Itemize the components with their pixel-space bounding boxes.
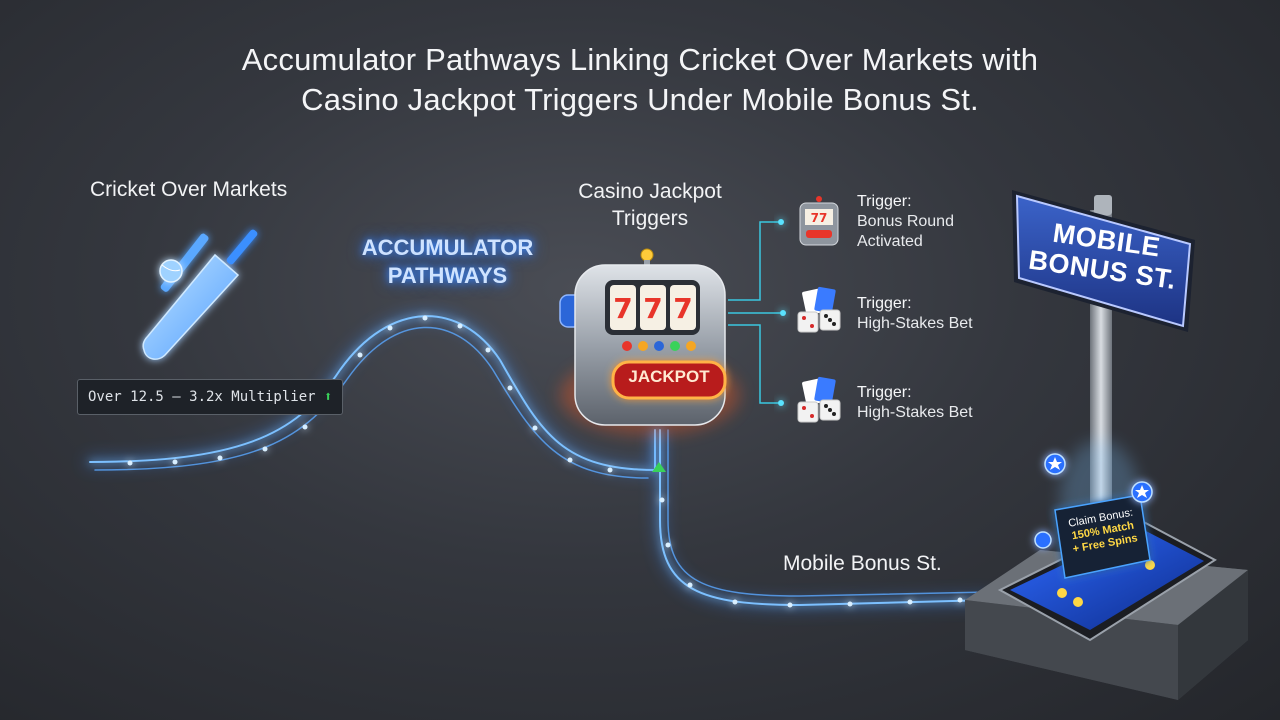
accumulator-pathway-lines [85,311,995,611]
casino-label-line-2: Triggers [611,207,689,230]
jackpot-sign: JACKPOT [628,367,710,386]
bonus-popup-card [1054,494,1151,579]
reel-3: 7 [673,292,692,325]
up-arrow-icon: ⬆ [324,389,333,405]
trigger-high-stakes-bet-2: Trigger: High-Stakes Bet [857,383,973,423]
over-multiplier-box: Over 12.5 – 3.2x Multiplier ⬆ [77,379,344,415]
svg-text:77: 77 [811,211,828,225]
reel-2: 7 [643,292,662,325]
trigger-heading: Trigger: [857,295,912,312]
trigger-heading: Trigger: [857,384,912,401]
up-arrow-icon [652,462,666,472]
pathway-dots [127,315,963,608]
cricket-bat-icon [142,229,258,360]
accumulator-pathways-label: ACCUMULATOR PATHWAYS [340,234,555,290]
trigger-text-line-2: Activated [857,233,923,250]
slot-machine-icon: 77 [799,196,839,246]
connector-dots [778,219,786,406]
over-multiplier-text: Over 12.5 – 3.2x Multiplier [88,389,316,405]
trigger-heading: Trigger: [857,193,912,210]
cricket-over-markets-label: Cricket Over Markets [90,178,288,201]
trigger-text-line-1: Bonus Round [857,213,954,230]
page-title: Accumulator Pathways Linking Cricket Ove… [0,40,1280,120]
cricket-ball-icon [159,259,183,283]
trigger-connectors [728,221,780,404]
casino-label-line-1: Casino Jackpot [578,180,722,203]
accumulator-label-line-1: ACCUMULATOR [361,235,534,260]
cards-dice-icon [797,376,841,423]
slot-machine-graphic: 7 7 7 [559,248,740,435]
title-line-2: Casino Jackpot Triggers Under Mobile Bon… [301,82,979,117]
trigger-text-line-1: High-Stakes Bet [857,315,973,332]
cards-dice-icon [797,286,841,333]
trigger-bonus-round: Trigger: Bonus Round Activated [857,192,954,252]
trigger-text-line-1: High-Stakes Bet [857,404,973,421]
title-line-1: Accumulator Pathways Linking Cricket Ove… [241,42,1039,77]
reel-1: 7 [613,292,632,325]
mobile-bonus-st-label: Mobile Bonus St. [783,552,942,575]
star-icon [1034,453,1153,549]
casino-jackpot-triggers-label: Casino Jackpot Triggers [540,178,760,232]
trigger-high-stakes-bet: Trigger: High-Stakes Bet [857,294,973,334]
accumulator-label-line-2: PATHWAYS [387,263,508,288]
